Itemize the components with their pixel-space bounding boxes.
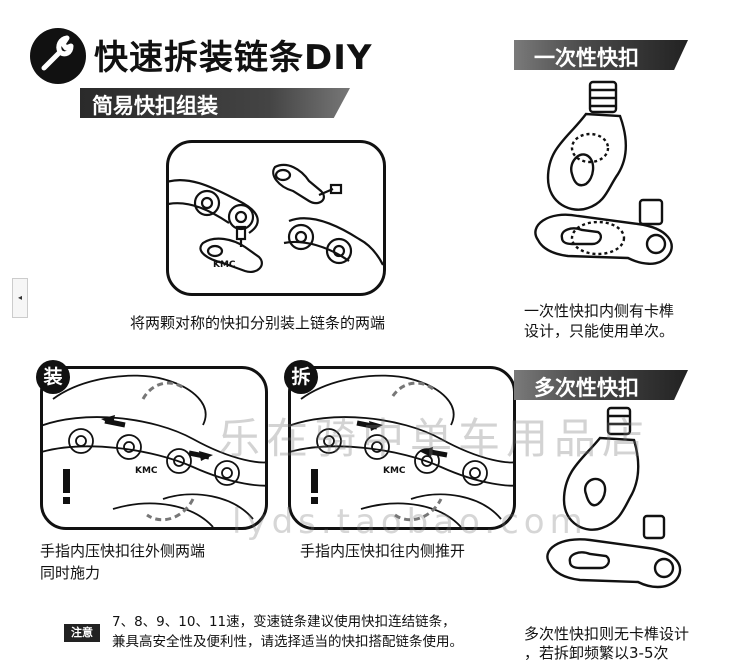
page-title: 快速拆装链条DIY xyxy=(94,38,373,78)
watermark-shop-name: 乐在骑中单车用品店 xyxy=(218,414,651,463)
subtitle-bar xyxy=(80,88,350,118)
subtitle-text: 简易快扣组装 xyxy=(92,94,218,118)
note-line-1: 7、8、9、10、11速，变速链条建议使用快扣连结链条， xyxy=(112,614,456,630)
note-line-2: 兼具高安全性及便利性，请选择适当的快扣搭配链条使用。 xyxy=(112,634,463,650)
multi-use-heading-bar xyxy=(514,370,688,400)
note-badge: 注意 xyxy=(64,624,100,642)
note-text: 7、8、9、10、11速，变速链条建议使用快扣连结链条， 兼具高安全性及便利性，… xyxy=(112,612,463,652)
single-use-link-illustration xyxy=(534,80,673,265)
watermark-url: lyds.taobao.com xyxy=(232,502,588,542)
multi-use-caption-line1: 多次性快扣则无卡榫设计 xyxy=(524,625,690,643)
remove-badge: 拆 xyxy=(284,360,318,394)
install-caption-line2: 同时施力 xyxy=(40,564,101,582)
single-use-caption-line1: 一次性快扣内侧有卡榫 xyxy=(524,302,675,320)
multi-use-caption-line2: ，若拆卸频繁以3-5次 xyxy=(524,644,669,662)
chain-assembly-illustration: KMC xyxy=(169,163,383,273)
remove-caption: 手指内压快扣往内侧推开 xyxy=(300,542,466,560)
assembly-caption: 将两颗对称的快扣分别装上链条的两端 xyxy=(130,314,386,332)
chain-brand-label: KMC xyxy=(213,260,236,270)
chain-brand-label: KMC xyxy=(383,466,406,476)
install-illustration: KMC xyxy=(43,374,265,527)
remove-illustration: KMC xyxy=(291,374,513,527)
single-use-heading: 一次性快扣 xyxy=(534,46,639,70)
multi-use-link-illustration xyxy=(546,406,682,589)
install-caption-line1: 手指内压快扣往外侧两端 xyxy=(40,542,206,560)
scroll-left-handle[interactable]: ◂ xyxy=(12,278,28,318)
single-use-heading-bar xyxy=(514,40,688,70)
assembly-panel: KMC xyxy=(166,140,386,296)
install-badge: 装 xyxy=(36,360,70,394)
wrench-badge xyxy=(30,28,86,84)
single-use-caption-line2: 设计，只能使用单次。 xyxy=(524,322,675,340)
install-panel: KMC xyxy=(40,366,268,530)
chain-brand-label: KMC xyxy=(135,466,158,476)
remove-panel: KMC xyxy=(288,366,516,530)
wrench-icon xyxy=(41,35,74,71)
multi-use-heading: 多次性快扣 xyxy=(534,376,639,400)
